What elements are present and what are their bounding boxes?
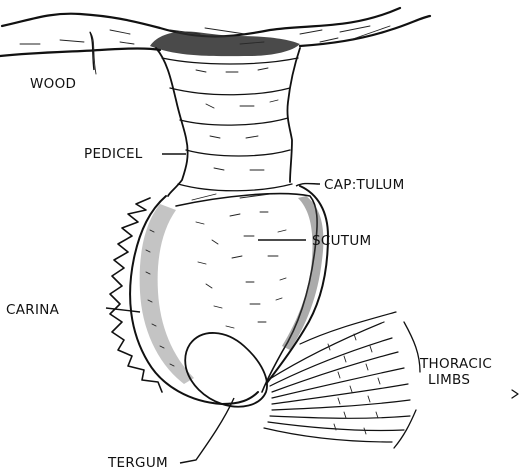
leader-lines (90, 32, 320, 463)
label-limbs: LIMBS (428, 372, 470, 388)
label-scutum: SCUTUM (312, 233, 371, 249)
label-carina: CARINA (6, 302, 60, 318)
label-pedicel: PEDICEL (84, 146, 143, 162)
label-capitulum: CAP:TULUM (324, 177, 405, 193)
label-wood: WOOD (30, 76, 76, 92)
label-thoracic: THORACIC (419, 356, 492, 372)
pedicel-drawing (150, 32, 300, 196)
label-tergum: TERGUM (107, 455, 168, 471)
